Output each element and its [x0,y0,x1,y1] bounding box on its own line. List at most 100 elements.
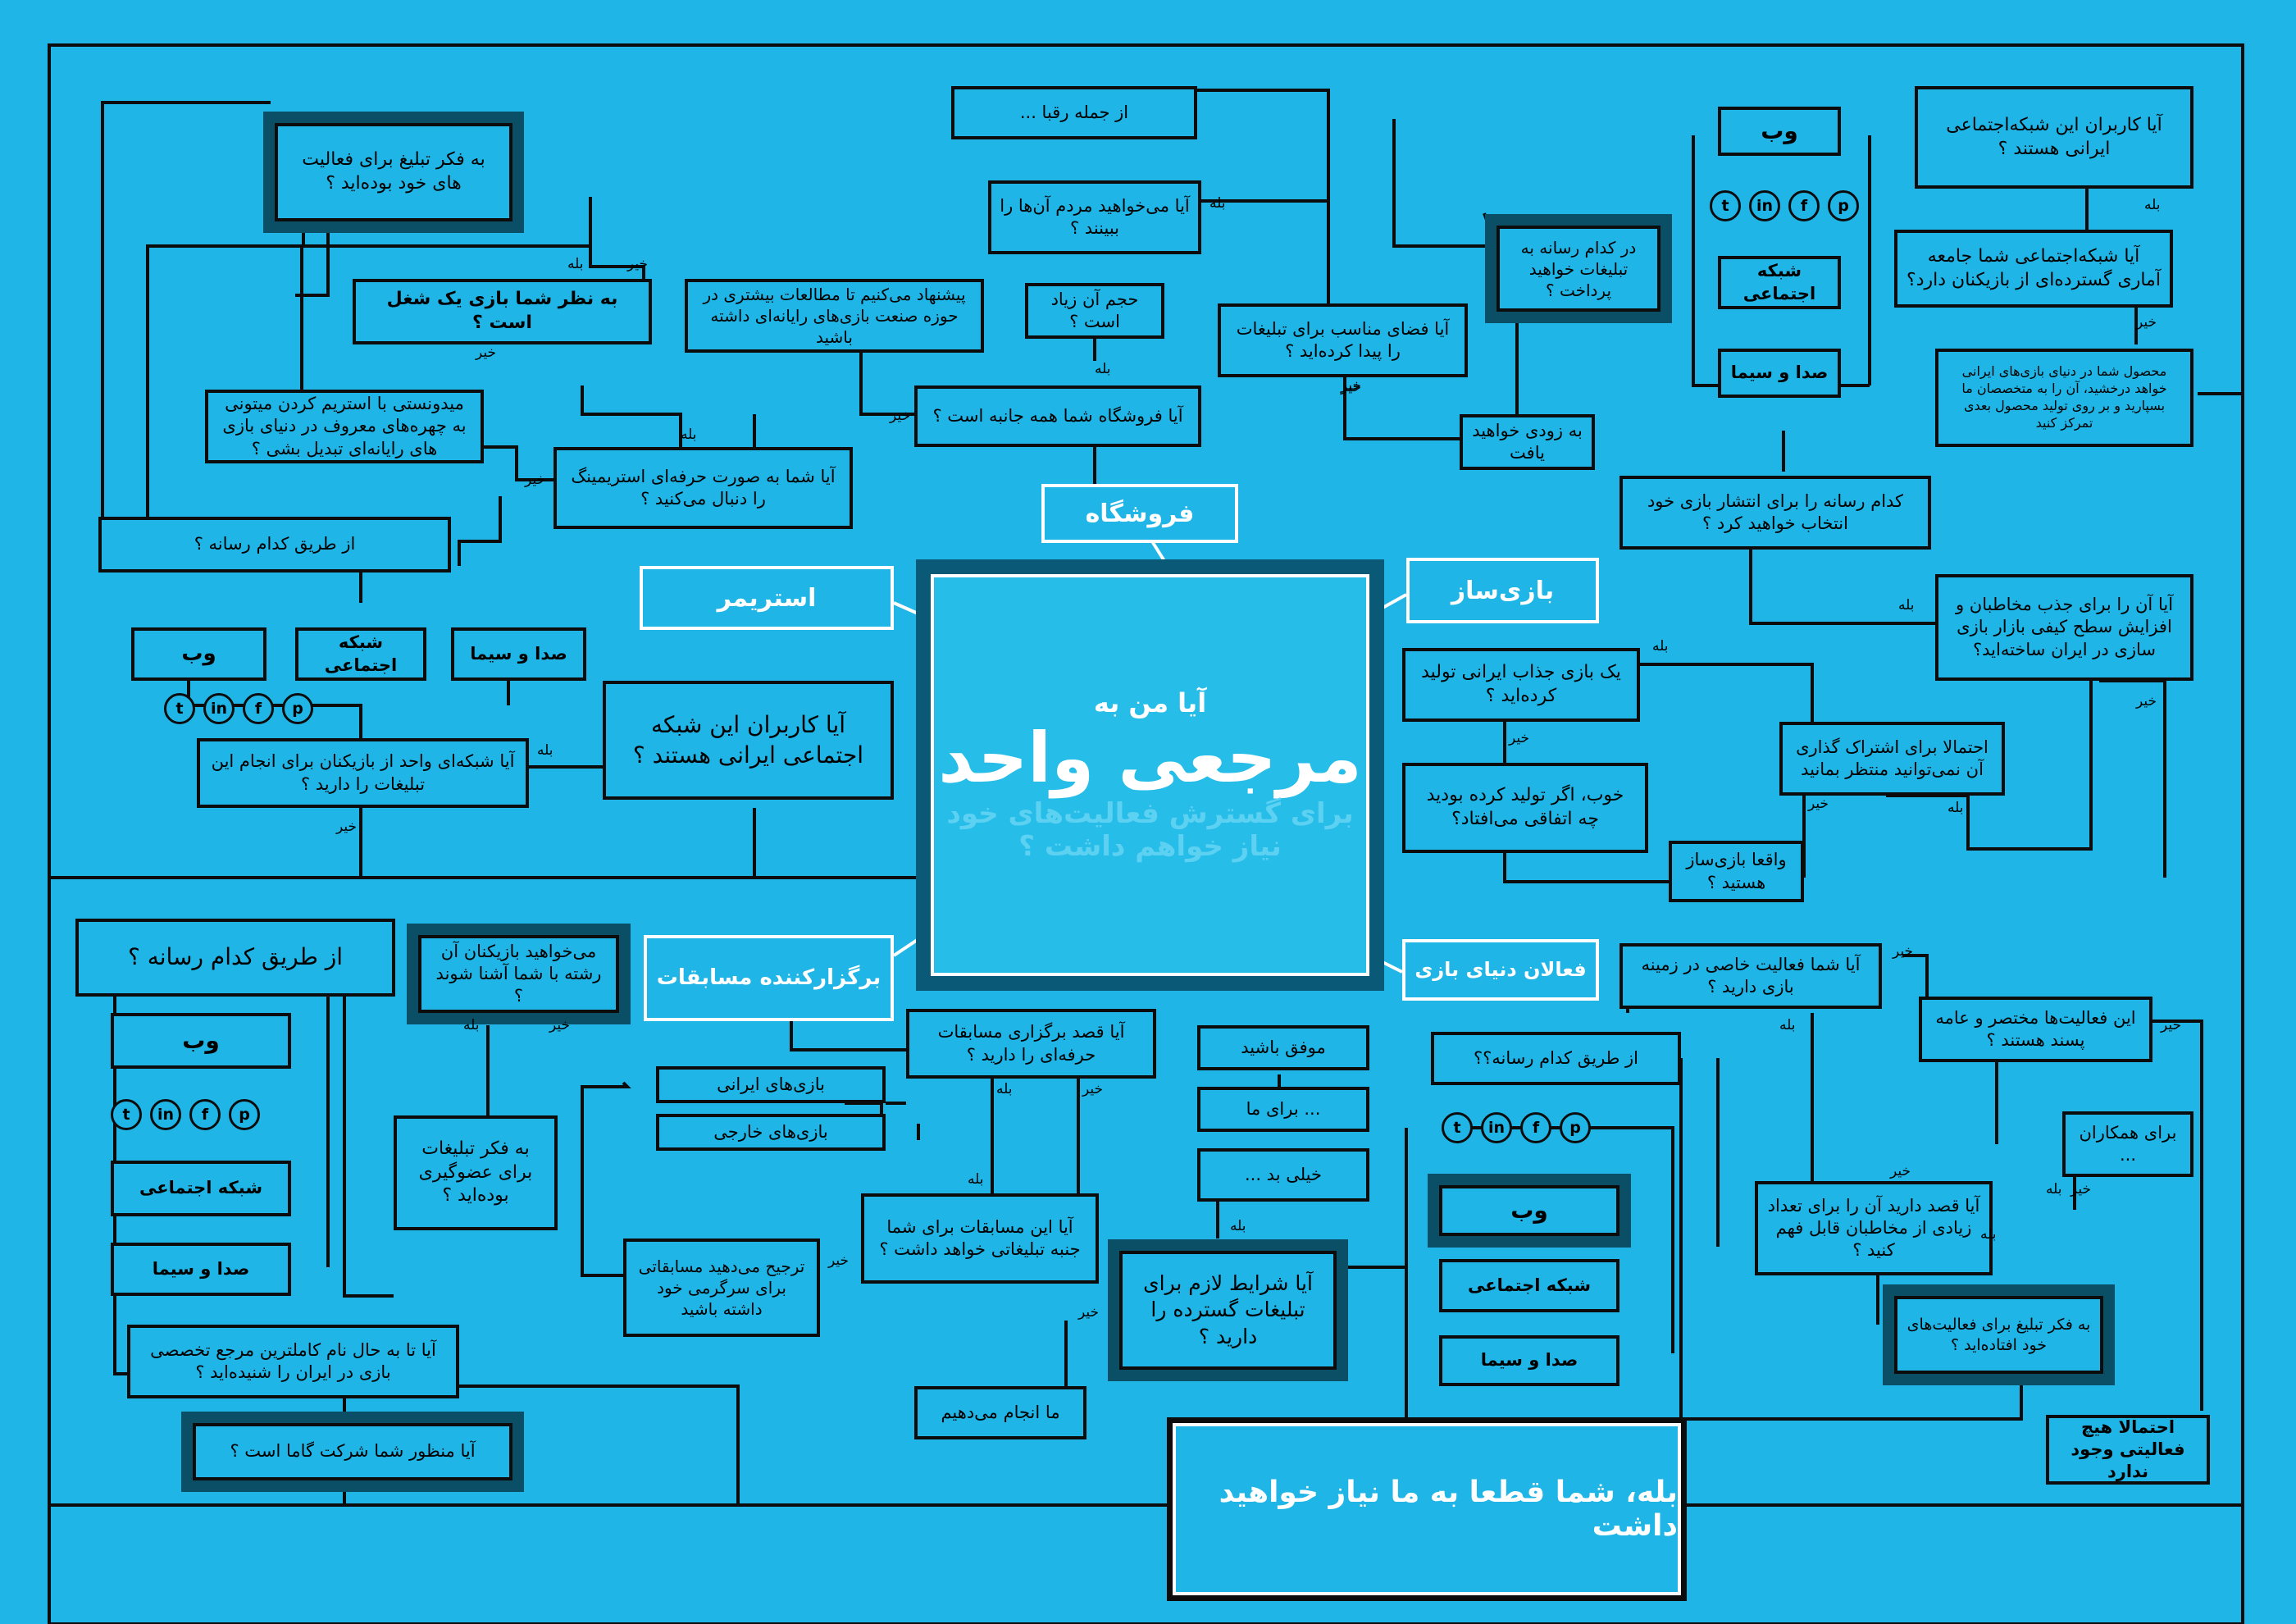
node-via-media-tl: از طریق کدام رسانه ؟ [98,517,451,573]
node-membership-ad: به فکر تبلیغات برای عضوگیری بوده‌اید ؟ [394,1115,558,1230]
node-special-activity: آیا شما فعالیت خاصی در زمینه بازی دارید … [1620,943,1882,1009]
media-tv-tr: صدا و سیما [1718,349,1841,398]
node-via-media-mid: از طریق کدام رسانه؟؟ [1431,1032,1681,1085]
media-social-tr: شبکه اجتماعی [1718,256,1841,309]
media-web-mid: وب [1439,1185,1620,1236]
label-yes: بله [1210,195,1226,212]
label-no: خیر [549,1017,571,1033]
social-icons-bl: t in f p [111,1099,260,1130]
node-hold-comp: آیا قصد برگزاری مسابقات حرفه‌ای را دارید… [906,1009,1156,1079]
node-prefer-fun: ترجیح می‌دهید مسابقاتی برای سرگرمی خود د… [623,1239,820,1337]
facebook-icon: f [189,1099,221,1130]
twitter-icon: t [164,693,195,724]
pinterest-icon: p [1828,190,1859,221]
label-yes: بله [567,256,584,272]
media-social-l: شبکه اجتماعی [295,627,426,681]
node-foreign-games: بازی‌های خارجی [656,1114,886,1151]
node-store-all: آیا فروشگاه شما همه جانبه است ؟ [914,385,1201,447]
label-no: خیر [525,472,546,488]
pinterest-icon: p [282,693,313,724]
node-iran-games: بازی‌های ایرانی [656,1066,886,1103]
node-famous-stream: میدونستی با استریم کردن میتونی به چهره‌ه… [205,390,484,463]
node-really-dev: واقعا بازی‌ساز هستید ؟ [1669,841,1804,902]
central-question: آیا من به مرجعی واحد برای گسترش فعالیت‌ه… [931,574,1369,976]
label-yes: بله [463,1017,480,1033]
label-yes: بله [2144,197,2161,213]
node-we-do: ما انجام می‌دهیم [914,1386,1086,1439]
label-no: خیر [1890,1163,1911,1179]
node-which-media-pay: در کدام رسانه به تبلیغات خواهید پرداخت ؟ [1496,226,1660,312]
label-no: خیر [1341,377,1362,394]
node-made-game: یک بازی جذاب ایرانی تولید کرده‌اید ؟ [1402,648,1640,722]
node-users-iranian-tr: آیا کاربران این شبکه‌اجتماعی ایرانی هستن… [1915,86,2194,189]
label-yes: بله [1898,597,1915,614]
node-gama: آیا منظور شما شرکت گاما است ؟ [193,1423,512,1480]
social-icons-tr: t in f p [1710,190,1859,221]
media-tv-bl: صدا و سیما [111,1243,291,1296]
node-ad-space: آیا فضای مناسب برای تبلیغات را پیدا کرده… [1218,303,1468,377]
node-subscription: احتمالا برای اشتراک گذاری آن نمی‌توانید … [1779,722,2005,796]
linkedin-icon: in [150,1099,181,1130]
node-unified-social: آیا شبکه‌ای واحد از بازیکنان برای انجام … [197,738,529,808]
center-line-3: برای گسترش فعالیت‌های خود نیاز خواهم داش… [946,797,1354,864]
label-yes: بله [1947,800,1964,816]
media-web-l: وب [131,627,266,681]
label-yes: بله [537,742,554,759]
label-yes: بله [681,427,697,443]
twitter-icon: t [1710,190,1741,221]
label-no: خیر [1082,1081,1104,1097]
node-pro-stream: آیا شما به صورت حرفه‌ای استریمینگ را دنب… [554,447,853,529]
node-attract-audience: آیا آن را برای جذب مخاطبان و افزایش سطح … [1935,574,2194,681]
heading-developer: بازی‌ساز [1406,558,1599,623]
node-success: موفق باشید [1197,1025,1369,1070]
heading-organizer: برگزارکننده مسابقات [644,935,894,1021]
center-line-2: مرجعی واحد [938,717,1362,798]
label-no: خیر [2161,1017,2182,1033]
node-social-stats: آیا شبکه‌اجتماعی شما جامعه آماری گسترده‌… [1894,230,2173,308]
label-no: خیر [828,1252,850,1269]
center-line-1: آیا من به [1093,687,1207,718]
node-soon: به زودی خواهید یافت [1460,414,1595,470]
label-yes: بله [996,1081,1013,1097]
linkedin-icon: in [203,693,235,724]
pinterest-icon: p [229,1099,260,1130]
media-tv-l: صدا و سیما [451,627,586,681]
label-no: خیر [1808,796,1829,812]
node-if-made: خوب، اگر تولید کرده بودید چه اتفاقی می‌ا… [1402,763,1648,853]
node-heard-ref: آیا تا به حال نام کاملترین مرجع تخصصی با… [127,1325,459,1398]
twitter-icon: t [1442,1112,1473,1143]
label-no: خیر [1893,943,1914,960]
node-suggest-study: پیشنهاد می‌کنیم تا مطالعات بیشتری در حوز… [685,279,984,353]
media-web-tr: وب [1718,107,1841,156]
node-many-audience: آیا قصد دارید آن را برای تعداد زیادی از … [1755,1181,1993,1275]
twitter-icon: t [111,1099,142,1130]
label-no: خیر [890,408,911,424]
node-ad-thought: به فکر تبلیغ برای فعالیت های خود بوده‌ای… [275,123,512,221]
node-comp-ad: آیا این مسابقات برای شما جنبه تبلیغاتی خ… [861,1193,1099,1284]
heading-store: فروشگاه [1041,484,1238,543]
media-web-bl: وب [111,1013,291,1069]
node-people-see: آیا می‌خواهید مردم آن‌ها را ببینند ؟ [988,180,1201,254]
label-no: خیر [336,819,358,835]
label-no: خیر [2136,314,2157,331]
heading-activists: فعالان دنیای بازی [1402,939,1599,1001]
node-very-bad: خیلی بد ... [1197,1148,1369,1202]
node-colleagues: برای همکاران ... [2062,1111,2194,1177]
facebook-icon: f [1788,190,1820,221]
pinterest-icon: p [1560,1112,1591,1143]
node-users-iranian-l: آیا کاربران این شبکه اجتماعی ایرانی هستن… [603,681,894,800]
node-ad-thought2: به فکر تبلیغ برای فعالیت‌های خود افتاده‌… [1894,1296,2103,1374]
label-yes: بله [2046,1181,2062,1197]
node-job: به نظر شما بازی یک شغل است ؟ [353,279,652,344]
final-answer: بله، شما قطعا به ما نیاز خواهید داشت [1173,1423,1681,1595]
node-no-activity: احتمالا هیچ فعالیتی وجود ندارد [2046,1415,2210,1485]
node-which-media-publish: کدام رسانه را برای انتشار بازی خود انتخا… [1620,476,1931,550]
label-no: خیر [476,344,497,361]
label-yes: بله [1980,1226,1997,1243]
label-yes: بله [1230,1218,1246,1234]
node-volume: حجم آن زیاد است ؟ [1025,283,1164,339]
label-no: خیر [627,256,649,272]
label-no: خیر [2136,693,2157,709]
label-no: خیر [1078,1304,1100,1321]
linkedin-icon: in [1749,190,1780,221]
